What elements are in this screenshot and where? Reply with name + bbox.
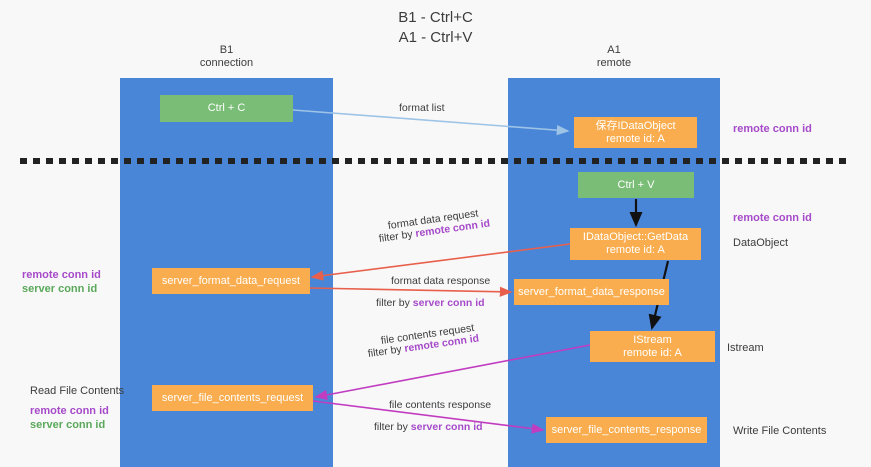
node-idataobject-getdata[interactable]: IDataObject::GetData remote id: A	[570, 228, 701, 260]
node-save-idataobject[interactable]: 保存IDataObject remote id: A	[574, 117, 697, 148]
side-label-write-file-contents: Write File Contents	[733, 425, 827, 437]
security-boundary-divider	[20, 158, 851, 164]
node-idataobject-getdata-line2: remote id: A	[606, 244, 665, 256]
node-server-format-data-request-label: server_format_data_request	[161, 274, 301, 287]
side-label-group-read-file-contents: Read File Contents remote conn id server…	[30, 384, 124, 432]
node-istream-line1: IStream	[633, 333, 672, 346]
filter-prefix: filter by	[376, 297, 413, 309]
side-label-remote-conn-id-top: remote conn id	[733, 123, 812, 135]
arrow-format-list	[292, 109, 570, 136]
node-server-file-contents-response-label: server_file_contents_response	[551, 423, 702, 436]
side-label-server-conn-id-left-2: server conn id	[30, 419, 106, 431]
node-idataobject-getdata-line1: IDataObject::GetData	[582, 231, 689, 243]
side-label-remote-conn-id-mid: remote conn id	[733, 212, 812, 224]
side-label-group-conn-ids-top: remote conn id server conn id	[22, 268, 101, 296]
node-ctrl-v-label: Ctrl + V	[617, 178, 655, 191]
side-label-istream: Istream	[727, 342, 764, 354]
node-ctrl-c[interactable]: Ctrl + C	[160, 95, 293, 122]
filter-key-server-conn-id: server conn id	[412, 297, 485, 309]
node-server-file-contents-response[interactable]: server_file_contents_response	[546, 417, 707, 443]
node-save-idataobject-line1: 保存IDataObject	[595, 119, 676, 132]
column-header-b1-name: B1	[219, 44, 234, 56]
node-server-format-data-response[interactable]: server_format_data_response	[514, 279, 669, 305]
arrow-file-contents-response	[312, 400, 545, 434]
column-header-b1: B1 connection	[120, 44, 333, 70]
column-header-a1-role: remote	[596, 57, 632, 69]
edge-label-file-contents-response-filter: filter by server conn id	[374, 420, 483, 434]
node-istream-line2: remote id: A	[623, 346, 682, 359]
arrow-format-data-request	[310, 243, 571, 281]
node-server-format-data-response-label: server_format_data_response	[518, 285, 665, 298]
node-ctrl-c-label: Ctrl + C	[207, 102, 246, 114]
column-header-a1: A1 remote	[508, 44, 720, 70]
side-label-server-conn-id-left-1: server conn id	[22, 283, 98, 295]
arrow-file-contents-request	[314, 344, 591, 400]
edge-label-format-data-response: format data response	[391, 275, 491, 287]
edge-label-format-list: format list	[399, 102, 445, 114]
diagram-title: B1 - Ctrl+C A1 - Ctrl+V	[0, 8, 871, 48]
edge-label-format-data-response-filter: filter by server conn id	[376, 296, 485, 310]
node-server-file-contents-request-label: server_file_contents_request	[161, 391, 304, 404]
side-label-dataobject: DataObject	[733, 237, 789, 249]
title-line-2: A1 - Ctrl+V	[398, 29, 473, 46]
side-label-remote-conn-id-left-1: remote conn id	[22, 269, 101, 281]
node-server-file-contents-request[interactable]: server_file_contents_request	[152, 385, 313, 411]
title-line-1: B1 - Ctrl+C	[398, 9, 473, 26]
filter-prefix: filter by	[374, 421, 411, 433]
node-istream[interactable]: IStream remote id: A	[590, 331, 715, 362]
filter-key-server-conn-id: server conn id	[410, 421, 483, 433]
node-server-format-data-request[interactable]: server_format_data_request	[152, 268, 310, 294]
column-header-a1-name: A1	[607, 44, 621, 56]
node-save-idataobject-line2: remote id: A	[606, 132, 665, 145]
column-header-b1-role: connection	[199, 57, 254, 69]
side-label-read-file-contents: Read File Contents	[30, 385, 125, 397]
side-label-remote-conn-id-left-2: remote conn id	[30, 405, 109, 417]
arrow-format-data-response	[309, 286, 513, 297]
edge-label-file-contents-response: file contents response	[389, 399, 492, 411]
node-ctrl-v[interactable]: Ctrl + V	[578, 172, 694, 198]
